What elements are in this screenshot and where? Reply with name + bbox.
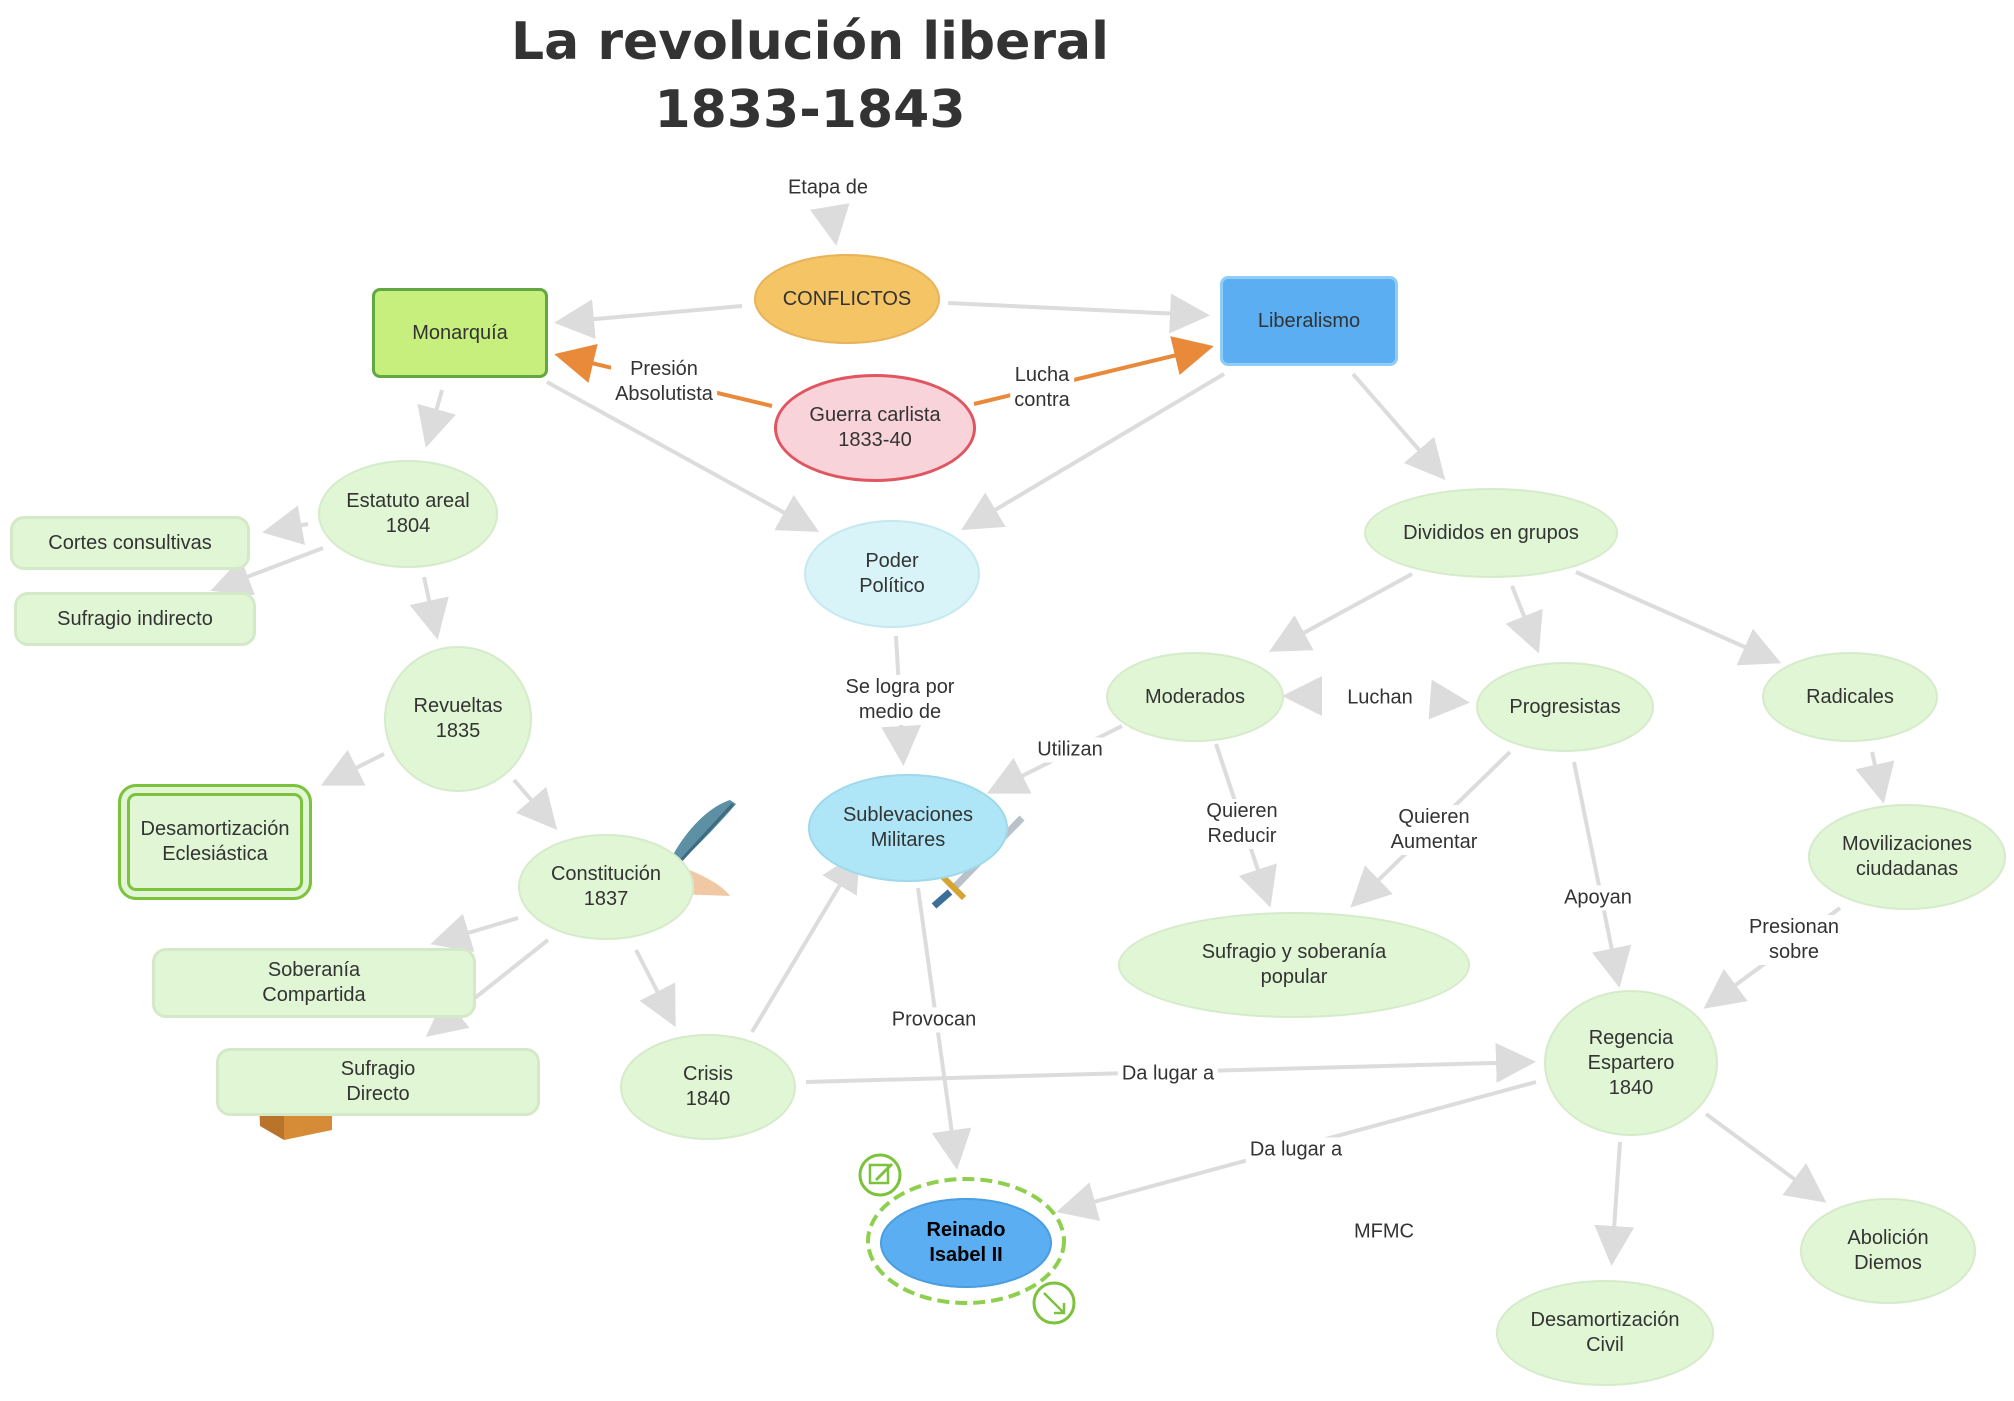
node-sufragio-indirecto[interactable]: Sufragio indirecto [14, 592, 256, 646]
arrow-constitucion-crisis [634, 949, 676, 1028]
title-line-1: La revolución liberal [511, 12, 1109, 72]
arrow-estatuto-sufragio [210, 546, 324, 596]
node-movilizaciones[interactable]: Movilizaciones ciudadanas [1808, 804, 2006, 910]
node-radicales[interactable]: Radicales [1762, 652, 1938, 742]
arrow-regencia-abolicion [1704, 1112, 1827, 1203]
node-cortes-consultivas[interactable]: Cortes consultivas [10, 516, 250, 570]
node-sufragio-soberania[interactable]: Sufragio y soberanía popular [1118, 912, 1470, 1018]
arrow-moderados-progresistas [1428, 679, 1470, 720]
arrow-liberalismo-poder [961, 372, 1226, 531]
arrow-revueltas-desamort [320, 749, 385, 786]
arrow-radicales-movilizaciones [1855, 751, 1895, 804]
page-title: La revolución liberal 1833-1843 [460, 8, 1160, 144]
node-desamort-civil[interactable]: Desamortización Civil [1496, 1280, 1714, 1386]
node-reinado-isabel[interactable]: Reinado Isabel II [880, 1198, 1052, 1288]
arrow-estatuto-revueltas [409, 576, 449, 640]
node-moderados[interactable]: Moderados [1106, 652, 1284, 742]
node-abolicion[interactable]: Abolición Diemos [1800, 1198, 1976, 1304]
node-revueltas[interactable]: Revueltas 1835 [384, 646, 532, 792]
node-desamort-eclesiastica[interactable]: Desamortización Eclesiástica [118, 784, 312, 900]
link-luchan: Luchan [1343, 685, 1417, 711]
arrow-constitucion-soberania [430, 913, 519, 952]
node-estatuto[interactable]: Estatuto areal 1804 [318, 460, 498, 568]
link-utilizan: Utilizan [1033, 737, 1107, 763]
link-se-logra: Se logra por medio de [841, 675, 959, 725]
node-sufragio-directo[interactable]: Sufragio Directo [216, 1048, 540, 1116]
arrow-divididos-progresistas [1505, 585, 1543, 654]
node-soberania-compartida[interactable]: Soberanía Compartida [152, 948, 476, 1018]
arrow-monarquia-poder [546, 380, 820, 532]
edit-icon[interactable] [858, 1153, 902, 1197]
node-conflictos[interactable]: CONFLICTOS [754, 254, 940, 344]
resize-icon[interactable] [1032, 1281, 1076, 1325]
node-divididos[interactable]: Divididos en grupos [1364, 488, 1618, 578]
link-presion-absolutista: Presión Absolutista [611, 357, 717, 407]
node-sublevaciones[interactable]: Sublevaciones Militares [808, 774, 1008, 882]
selection-ring [866, 1177, 1066, 1305]
link-presionan-sobre: Presionan sobre [1744, 915, 1844, 965]
arrow-divididos-radicales [1575, 570, 1782, 666]
node-monarquia[interactable]: Monarquía [372, 288, 548, 378]
arrow-regencia-desamort [1594, 1141, 1635, 1266]
arrow-estatuto-cortes [262, 505, 309, 545]
node-regencia[interactable]: Regencia Espartero 1840 [1544, 990, 1718, 1136]
node-poder-politico[interactable]: Poder Político [804, 520, 980, 628]
link-da-lugar-2: Da lugar a [1245, 1137, 1347, 1163]
arrow-etapa-conflictos [810, 203, 850, 246]
title-line-2: 1833-1843 [654, 80, 966, 140]
arrow-guerra-liberalismo [973, 336, 1214, 406]
arrow-liberalismo-divididos [1351, 372, 1446, 481]
link-provocan: Provocan [887, 1007, 981, 1033]
node-progresistas[interactable]: Progresistas [1476, 662, 1654, 752]
link-quieren-aumentar: Quieren Aumentar [1386, 805, 1482, 855]
arrow-conflictos-monarquia [554, 299, 743, 340]
arrow-progresistas-regencia [1572, 761, 1632, 988]
node-guerra-carlista[interactable]: Guerra carlista 1833-40 [774, 374, 976, 482]
node-constitucion[interactable]: Constitución 1837 [518, 834, 694, 940]
link-quieren-reducir: Quieren Reducir [1202, 799, 1282, 849]
arrow-monarquia-estatuto [417, 389, 456, 448]
author-label: MFMC [1350, 1219, 1418, 1245]
link-da-lugar-1: Da lugar a [1117, 1061, 1219, 1087]
link-apoyan: Apoyan [1560, 885, 1636, 911]
arrow-revueltas-constitucion [512, 778, 558, 831]
arrow-crisis-sublevaciones [750, 851, 861, 1034]
node-crisis[interactable]: Crisis 1840 [620, 1034, 796, 1140]
link-etapa-de: Etapa de [783, 175, 873, 201]
node-liberalismo[interactable]: Liberalismo [1220, 276, 1398, 366]
link-lucha-contra: Lucha contra [1010, 363, 1074, 413]
arrow-conflictos-liberalismo [947, 293, 1210, 334]
arrow-divididos-moderados [1268, 572, 1413, 652]
